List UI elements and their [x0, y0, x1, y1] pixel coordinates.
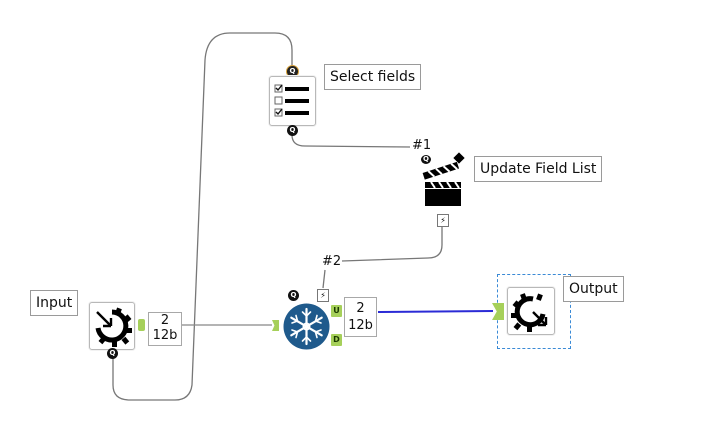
filter-false-anchor[interactable]: D [331, 334, 342, 346]
record-count: 2 [160, 313, 170, 328]
select-checklist-icon [274, 84, 309, 117]
input-record-count-box: 2 12b [148, 312, 182, 346]
record-size: 12b [348, 318, 373, 333]
connection-label-1: #1 [412, 138, 432, 153]
connection-input-to-select[interactable] [112, 32, 293, 401]
connection-select-to-update[interactable] [291, 134, 411, 148]
output-gear-icon [511, 293, 548, 332]
connection-label2-to-filter-bolt [322, 269, 326, 289]
filter-true-anchor[interactable]: U [331, 305, 342, 317]
output-tool-label[interactable]: Output [563, 276, 624, 302]
connection-update-to-filter[interactable] [341, 226, 443, 262]
input-gear-icon [95, 307, 132, 347]
record-count: 2 [356, 301, 365, 316]
update-tool-label[interactable]: Update Field List [474, 156, 603, 182]
connection-filter-to-output[interactable] [377, 310, 494, 313]
filter-record-count-box: 2 12b [344, 297, 377, 337]
connection-label-2: #2 [322, 254, 342, 269]
question-badge-icon: Q [421, 155, 431, 164]
select-tool-label[interactable]: Select fields [324, 64, 422, 90]
input-tool-label[interactable]: Input [30, 290, 79, 316]
lightning-anchor-icon[interactable]: ⚡ [437, 214, 449, 227]
lightning-anchor-icon[interactable]: ⚡ [317, 289, 329, 302]
output-tool[interactable] [507, 287, 555, 335]
question-badge-icon: Q [288, 290, 299, 301]
question-badge-icon: Q [287, 125, 298, 136]
snowflake-icon [283, 303, 330, 350]
action-clapperboard-icon [422, 152, 465, 206]
input-tool[interactable] [89, 302, 135, 350]
update-tool[interactable] [419, 152, 467, 208]
record-size: 12b [152, 328, 178, 343]
output-input-anchor[interactable] [492, 303, 504, 320]
filter-input-anchor[interactable] [272, 320, 279, 331]
select-tool[interactable] [269, 76, 316, 126]
question-badge-icon: Q [287, 66, 298, 77]
filter-tool[interactable] [283, 303, 330, 350]
question-badge-icon: Q [107, 348, 118, 359]
input-output-anchor[interactable] [138, 319, 145, 331]
